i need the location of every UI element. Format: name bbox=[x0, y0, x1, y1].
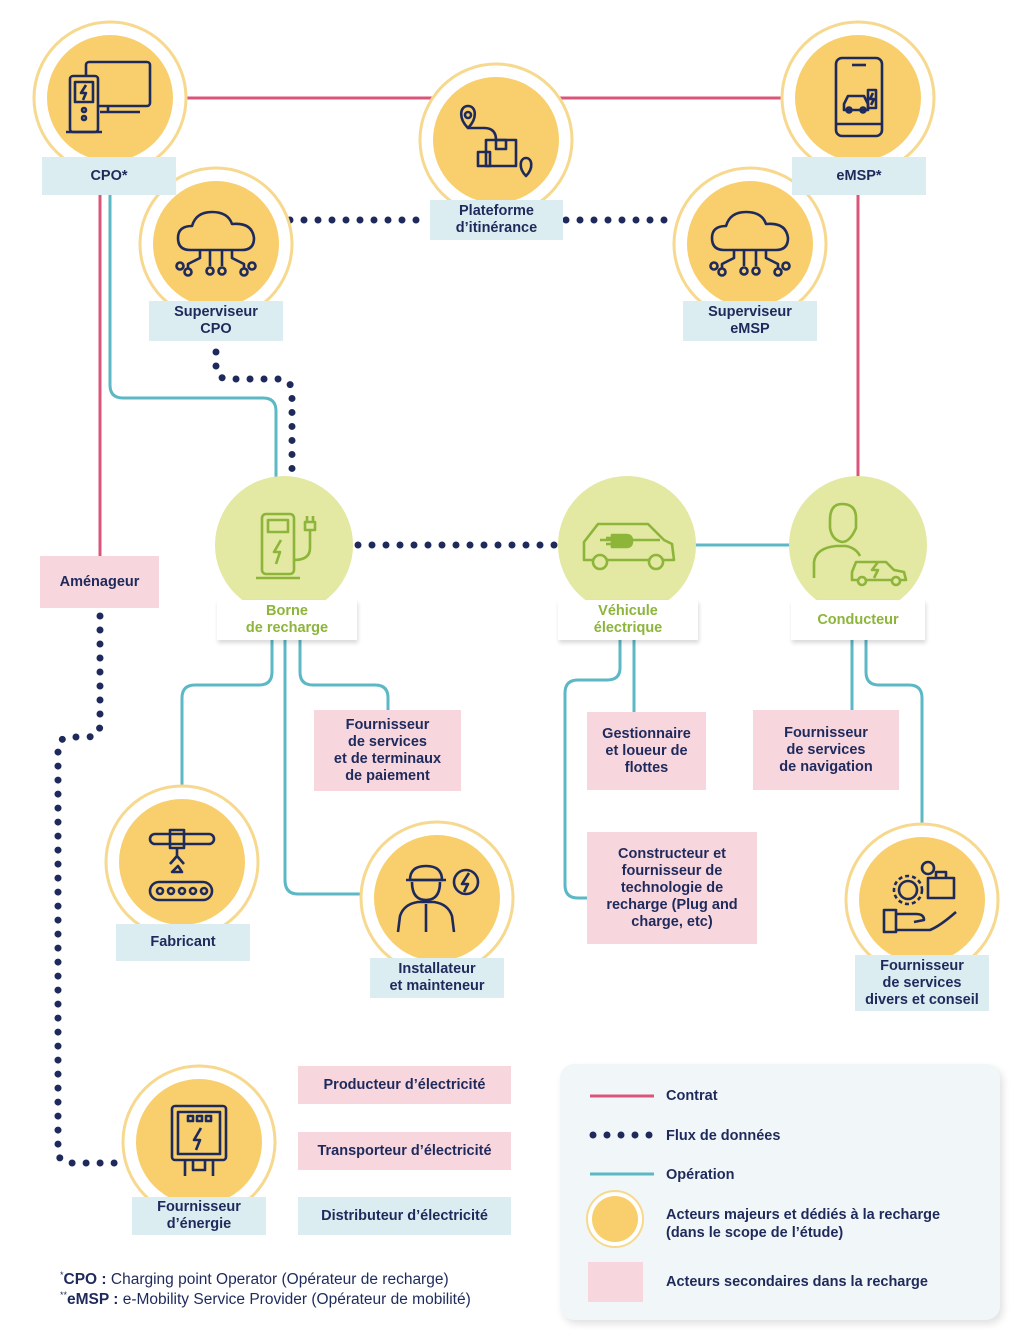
producteur-label: Producteur d’électricité bbox=[298, 1066, 511, 1104]
data-flow-lines bbox=[54, 216, 682, 1167]
charging-terminal-icon bbox=[66, 60, 152, 134]
services-hand-icon bbox=[882, 860, 957, 934]
superviseur-emsp-label: Superviseur eMSP bbox=[683, 301, 817, 341]
transporteur-label: Transporteur d’électricité bbox=[298, 1132, 511, 1170]
fournisseur-navigation-label: Fournisseur de services de navigation bbox=[753, 710, 899, 790]
amenageur-label: Aménageur bbox=[40, 556, 159, 608]
fabricant-label: Fabricant bbox=[116, 924, 250, 961]
superviseur-emsp-node bbox=[672, 166, 828, 322]
plateforme-label: Plateforme d’itinérance bbox=[430, 200, 563, 240]
operation-lines bbox=[108, 192, 924, 900]
fournisseur-energie-node bbox=[121, 1064, 277, 1220]
emsp-label: eMSP* bbox=[792, 157, 926, 195]
superviseur-cpo-label: Superviseur CPO bbox=[149, 301, 283, 341]
footnote-cpo-text: Charging point Operator (Opérateur de re… bbox=[106, 1271, 449, 1289]
plateforme-node bbox=[418, 62, 574, 218]
conducteur-label: Conducteur bbox=[791, 600, 925, 640]
legend-flux: Flux de données bbox=[666, 1128, 781, 1144]
electric-car-icon bbox=[582, 522, 676, 571]
charging-station-icon bbox=[256, 512, 317, 580]
cpo-label: CPO* bbox=[42, 157, 176, 195]
fournisseur-energie-label: Fournisseur d’énergie bbox=[132, 1197, 266, 1235]
footnote-emsp: **eMSP : e-Mobility Service Provider (Op… bbox=[60, 1290, 471, 1309]
fournisseur-divers-label: Fournisseur de services divers et consei… bbox=[855, 955, 989, 1011]
superviseur-cpo-node bbox=[138, 166, 294, 322]
contract-lines bbox=[98, 96, 860, 556]
conducteur-node bbox=[789, 476, 927, 614]
fournisseur-divers-node bbox=[844, 822, 1000, 978]
technician-icon bbox=[396, 864, 480, 933]
electric-panel-icon bbox=[170, 1104, 228, 1176]
legend-majeurs: Acteurs majeurs et dédiés à la recharge … bbox=[666, 1207, 941, 1241]
cloud-network-icon bbox=[709, 210, 791, 277]
fabricant-node bbox=[104, 784, 260, 940]
legend-graphics bbox=[586, 1094, 658, 1302]
installateur-label: Installateur et mainteneur bbox=[370, 958, 504, 998]
cloud-network-icon bbox=[175, 210, 257, 277]
legend-secondaires: Acteurs secondaires dans la recharge bbox=[666, 1274, 928, 1290]
emsp-node bbox=[780, 20, 936, 176]
cpo-node bbox=[32, 20, 188, 176]
legend-contrat: Contrat bbox=[666, 1088, 718, 1104]
factory-robot-icon bbox=[148, 828, 216, 902]
footnote-emsp-abbr: eMSP : bbox=[67, 1291, 119, 1309]
mobile-app-icon bbox=[834, 56, 884, 138]
footnote-emsp-text: e-Mobility Service Provider (Opérateur d… bbox=[118, 1291, 471, 1309]
distributeur-label: Distributeur d’électricité bbox=[298, 1197, 511, 1235]
borne-node bbox=[215, 476, 353, 614]
borne-label: Borne de recharge bbox=[217, 600, 357, 640]
vehicule-label: Véhicule électrique bbox=[558, 600, 698, 640]
gestionnaire-flottes-label: Gestionnaire et loueur de flottes bbox=[587, 712, 706, 790]
footnote-cpo: *CPO : Charging point Operator (Opérateu… bbox=[60, 1270, 449, 1289]
footnote-cpo-abbr: CPO : bbox=[63, 1271, 107, 1289]
routing-package-icon bbox=[459, 104, 533, 178]
legend-operation: Opération bbox=[666, 1167, 735, 1183]
installateur-node bbox=[359, 820, 515, 976]
fournisseur-paiement-label: Fournisseur de services et de terminaux … bbox=[314, 710, 461, 791]
driver-icon bbox=[812, 502, 908, 587]
constructeur-label: Constructeur et fournisseur de technolog… bbox=[587, 832, 757, 944]
vehicule-node bbox=[558, 476, 696, 614]
